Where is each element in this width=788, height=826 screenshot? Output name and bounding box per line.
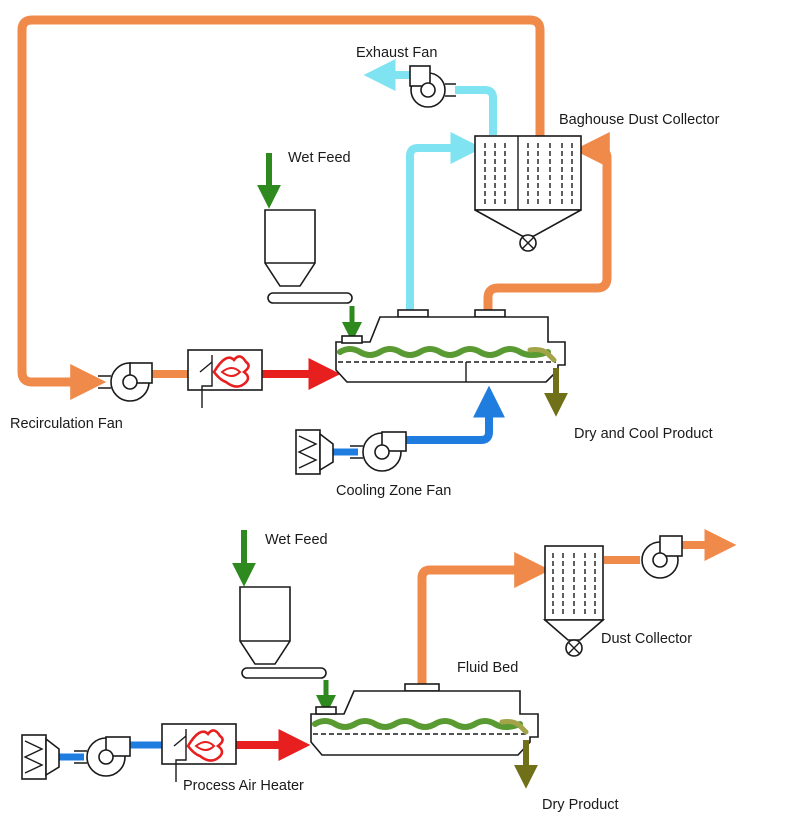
cooling-fan-to-dryer-duct [404, 385, 505, 444]
dry-product-label: Dry Product [542, 797, 619, 813]
bottom-system: Wet Feed Dust Collector Fluid Bed [21, 529, 737, 813]
process-air-heater-label: Process Air Heater [183, 778, 304, 794]
cooling-zone-fan-label: Cooling Zone Fan [336, 483, 451, 499]
top-feed-hopper-icon [264, 209, 353, 304]
dry-cool-product-label: Dry and Cool Product [574, 426, 713, 442]
dust-collector-label: Dust Collector [601, 631, 692, 647]
exhaust-fan-icon [409, 65, 456, 108]
recirculation-duct [17, 15, 545, 400]
baghouse-label: Baghouse Dust Collector [559, 112, 720, 128]
fluid-bed-label: Fluid Bed [457, 660, 518, 676]
top-flame-icon [212, 355, 250, 388]
fluid-bed-to-collector-duct [417, 552, 551, 684]
bottom-wet-feed-label: Wet Feed [265, 532, 328, 548]
top-system: Exhaust Fan Baghouse Dust Collector Wet … [10, 15, 720, 499]
bottom-feed-hopper-icon [239, 586, 327, 679]
dryer-to-baghouse-duct [483, 132, 612, 312]
recirculation-fan-icon [98, 362, 153, 402]
dryer-to-baghouse-exhaust-duct [406, 132, 483, 312]
bottom-flame-icon [186, 729, 224, 762]
baghouse-to-exhaust-fan-duct [455, 86, 497, 135]
dust-collector-icon [542, 545, 606, 657]
baghouse-dust-collector-icon [474, 135, 582, 252]
top-fluid-bed-dryer-icon [335, 309, 566, 383]
bottom-fluid-bed-dryer-icon [310, 683, 539, 756]
bottom-exhaust-fan-icon [641, 535, 683, 579]
recirculation-fan-label: Recirculation Fan [10, 416, 123, 432]
process-air-filter-icon [21, 734, 60, 780]
exhaust-fan-label: Exhaust Fan [356, 45, 437, 61]
cooling-zone-fan-icon [350, 431, 407, 472]
top-wet-feed-label: Wet Feed [288, 150, 351, 166]
process-air-heater-icon [161, 723, 237, 782]
process-air-fan-icon [74, 736, 131, 777]
cooling-air-filter-icon [295, 429, 334, 475]
